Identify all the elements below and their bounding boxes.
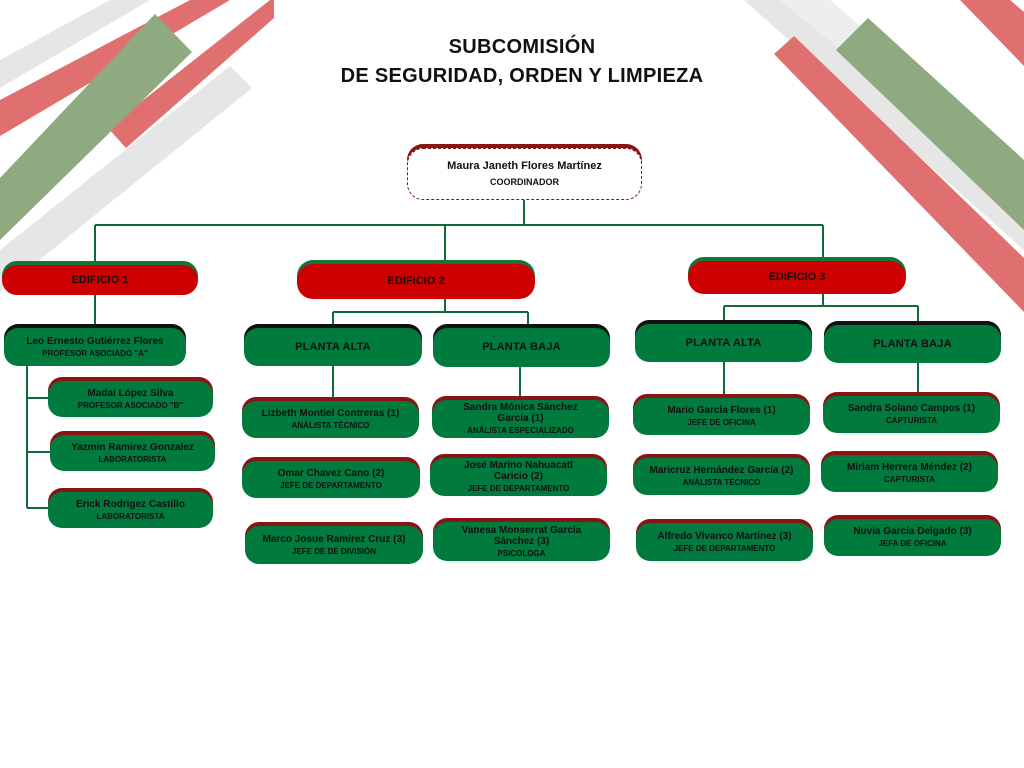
stripe-gray-left-mid [0, 66, 252, 292]
stripe-red-right-top [960, 0, 1024, 66]
edificio-1-head-name: Leo Ernesto Gutiérrez Flores [26, 335, 164, 347]
edificio-2-alta-member-3-role: JEFE DE DE DIVISIÓN [291, 546, 377, 556]
edificio-1-member-2-name: Yazmin Ramirez Gonzalez [71, 441, 194, 453]
edificio-3-alta-member-1-name: Mario García Flores (1) [667, 405, 776, 417]
edificio-1-member-1-name: Madai López Silva [87, 387, 174, 399]
edificio-2-baja-member-3-role: PSICOLOGA [497, 548, 546, 558]
edificio-1-member-1: Madai López Silva PROFESOR ASOCIADO "B" [48, 381, 213, 417]
edificio-2-planta-baja-label: PLANTA BAJA [482, 341, 561, 354]
edificio-1-head-node: Leo Ernesto Gutiérrez Flores PROFESOR AS… [4, 328, 186, 366]
edificio-2-baja-member-2-role: JEFE DE DEPARTAMENTO [467, 484, 570, 494]
edificio-2-baja-member-3: Vanesa Monserrat García Sánchez (3) PSIC… [433, 522, 610, 561]
edificio-3-baja-member-3-role: JEFA DE OFICINA [878, 539, 947, 549]
edificio-3-alta-member-2-name: Maricruz Hernández García (2) [649, 465, 794, 477]
edificio-1-member-2: Yazmin Ramirez Gonzalez LABORATORISTA [50, 435, 215, 471]
edificio-2-alta-member-1-role: ANÁLISTA TÉCNICO [291, 421, 370, 431]
stripe-green-right [836, 18, 1024, 230]
edificio-2-label: EDIFICIO 2 [387, 275, 445, 288]
edificio-3-baja-member-1-role: CAPTURISTA [886, 416, 937, 426]
edificio-2-baja-member-1-name: Sandra Mónica Sánchez García (1) [463, 402, 578, 425]
edificio-1-member-3-role: LABORATORISTA [96, 511, 165, 521]
edificio-1-label: EDIFICIO 1 [71, 273, 129, 286]
edificio-3-baja-member-2-role: CAPTURISTA [884, 475, 935, 485]
edificio-2-baja-member-2-name: José Marino Nahuacatl Caricio (2) [464, 460, 573, 483]
edificio-2-baja-member-1: Sandra Mónica Sánchez García (1) ANÁLIST… [432, 400, 609, 438]
edificio-3-planta-alta-label: PLANTA ALTA [685, 336, 762, 349]
edificio-2-alta-member-3-name: Marco Josue Ramírez Cruz (3) [262, 533, 406, 545]
edificio-3-planta-baja-header: PLANTA BAJA [824, 325, 1001, 363]
stripe-green-left [0, 14, 192, 240]
edificio-3-planta-baja-label: PLANTA BAJA [873, 337, 952, 350]
edificio-3-baja-member-1: Sandra Solano Campos (1) CAPTURISTA [823, 396, 1000, 433]
edificio-1-member-3: Erick Rodrigez Castillo LABORATORISTA [48, 492, 213, 528]
edificio-1-member-2-role: LABORATORISTA [98, 454, 167, 464]
edificio-3-alta-member-1: Mario García Flores (1) JEFE DE OFICINA [633, 398, 810, 435]
edificio-3-baja-member-1-name: Sandra Solano Campos (1) [847, 403, 976, 415]
edificio-3-alta-member-3: Alfredo Vivanco Martínez (3) JEFE DE DEP… [636, 523, 813, 561]
edificio-2-baja-member-3-name: Vanesa Monserrat García Sánchez (3) [461, 524, 582, 547]
edificio-1-member-1-role: PROFESOR ASOCIADO "B" [77, 400, 184, 410]
edificio-2-alta-member-3: Marco Josue Ramírez Cruz (3) JEFE DE DE … [245, 526, 423, 564]
edificio-2-planta-alta-header: PLANTA ALTA [244, 328, 422, 366]
edificio-2-alta-member-1: Lizbeth Montiel Contreras (1) ANÁLISTA T… [242, 401, 419, 438]
edificio-2-planta-alta-label: PLANTA ALTA [295, 340, 371, 353]
coordinator-name: Maura Janeth Flores Martínez [447, 160, 602, 172]
page-title-line-1: SUBCOMISIÓN [448, 36, 596, 58]
edificio-2-alta-member-2: Omar Chavez Cano (2) JEFE DE DEPARTAMENT… [242, 461, 420, 498]
edificio-2-alta-member-1-name: Lizbeth Montiel Contreras (1) [261, 408, 400, 420]
edificio-2-planta-baja-header: PLANTA BAJA [433, 328, 610, 367]
edificio-2-baja-member-1-role: ANÁLISTA ESPECIALIZADO [467, 426, 574, 436]
edificio-3-baja-member-3-name: Nuvia García Delgado (3) [853, 526, 972, 538]
edificio-3-alta-member-2-role: ANÁLISTA TÉCNICO [682, 478, 761, 488]
edificio-2-baja-member-2: José Marino Nahuacatl Caricio (2) JEFE D… [430, 458, 607, 496]
edificio-3-alta-member-3-name: Alfredo Vivanco Martínez (3) [657, 530, 792, 542]
edificio-3-baja-member-2-name: Miriam Herrera Méndez (2) [846, 462, 973, 474]
stripe-gray-left-top [0, 0, 150, 88]
edificio-3-label: EDIFICIO 3 [768, 271, 826, 284]
edificio-2-alta-member-2-name: Omar Chavez Cano (2) [277, 468, 385, 480]
edificio-1-head-role: PROFESOR ASOCIADO "A" [42, 348, 148, 358]
edificio-3-baja-member-3: Nuvia García Delgado (3) JEFA DE OFICINA [824, 519, 1001, 556]
edificio-2-header: EDIFICIO 2 [297, 264, 535, 299]
edificio-3-alta-member-2: Maricruz Hernández García (2) ANÁLISTA T… [633, 458, 810, 495]
edificio-3-header: EDIFICIO 3 [688, 261, 906, 294]
edificio-3-alta-member-1-role: JEFE DE OFICINA [687, 418, 756, 428]
stripe-red-left-mid [108, 0, 274, 148]
coordinator-role: COORDINADOR [490, 177, 559, 188]
page-title-line-2: DE SEGURIDAD, ORDEN Y LIMPIEZA [340, 65, 704, 87]
stripe-red-right [774, 36, 1024, 312]
edificio-3-baja-member-2: Miriam Herrera Méndez (2) CAPTURISTA [821, 455, 998, 492]
edificio-3-planta-alta-header: PLANTA ALTA [635, 324, 812, 362]
edificio-3-alta-member-3-role: JEFE DE DEPARTAMENTO [673, 543, 776, 553]
edificio-1-header: EDIFICIO 1 [2, 265, 198, 295]
coordinator-node: Maura Janeth Flores Martínez COORDINADOR [407, 148, 642, 200]
edificio-1-member-3-name: Erick Rodrigez Castillo [76, 498, 185, 510]
edificio-2-alta-member-2-role: JEFE DE DEPARTAMENTO [280, 481, 382, 491]
